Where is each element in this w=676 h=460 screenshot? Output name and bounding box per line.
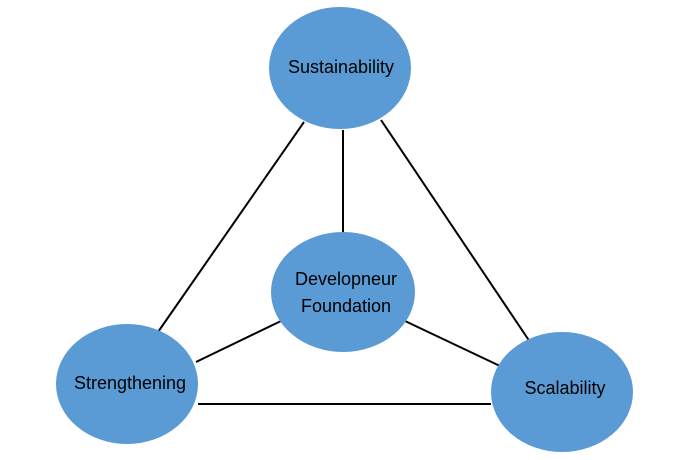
node-center-label-line1: Developneur [295, 269, 397, 289]
node-scalability-ellipse [491, 332, 633, 452]
node-center-ellipse [271, 232, 415, 352]
edge-sustainability-strengthening [157, 121, 305, 333]
node-sustainability-label: Sustainability [288, 57, 394, 77]
node-strengthening-label: Strengthening [74, 373, 186, 393]
node-sustainability: Sustainability [269, 7, 411, 129]
node-strengthening-ellipse [56, 324, 198, 444]
edge-center-strengthening [195, 320, 282, 363]
node-scalability-label: Scalability [524, 378, 605, 398]
node-scalability: Scalability [491, 332, 633, 452]
edge-sustainability-scalability [380, 119, 531, 343]
node-developneur-foundation: Developneur Foundation [271, 232, 415, 352]
node-strengthening: Strengthening [56, 324, 198, 444]
edge-center-scalability [404, 320, 501, 367]
node-sustainability-ellipse [269, 7, 411, 129]
node-center-label-line2: Foundation [301, 296, 391, 316]
